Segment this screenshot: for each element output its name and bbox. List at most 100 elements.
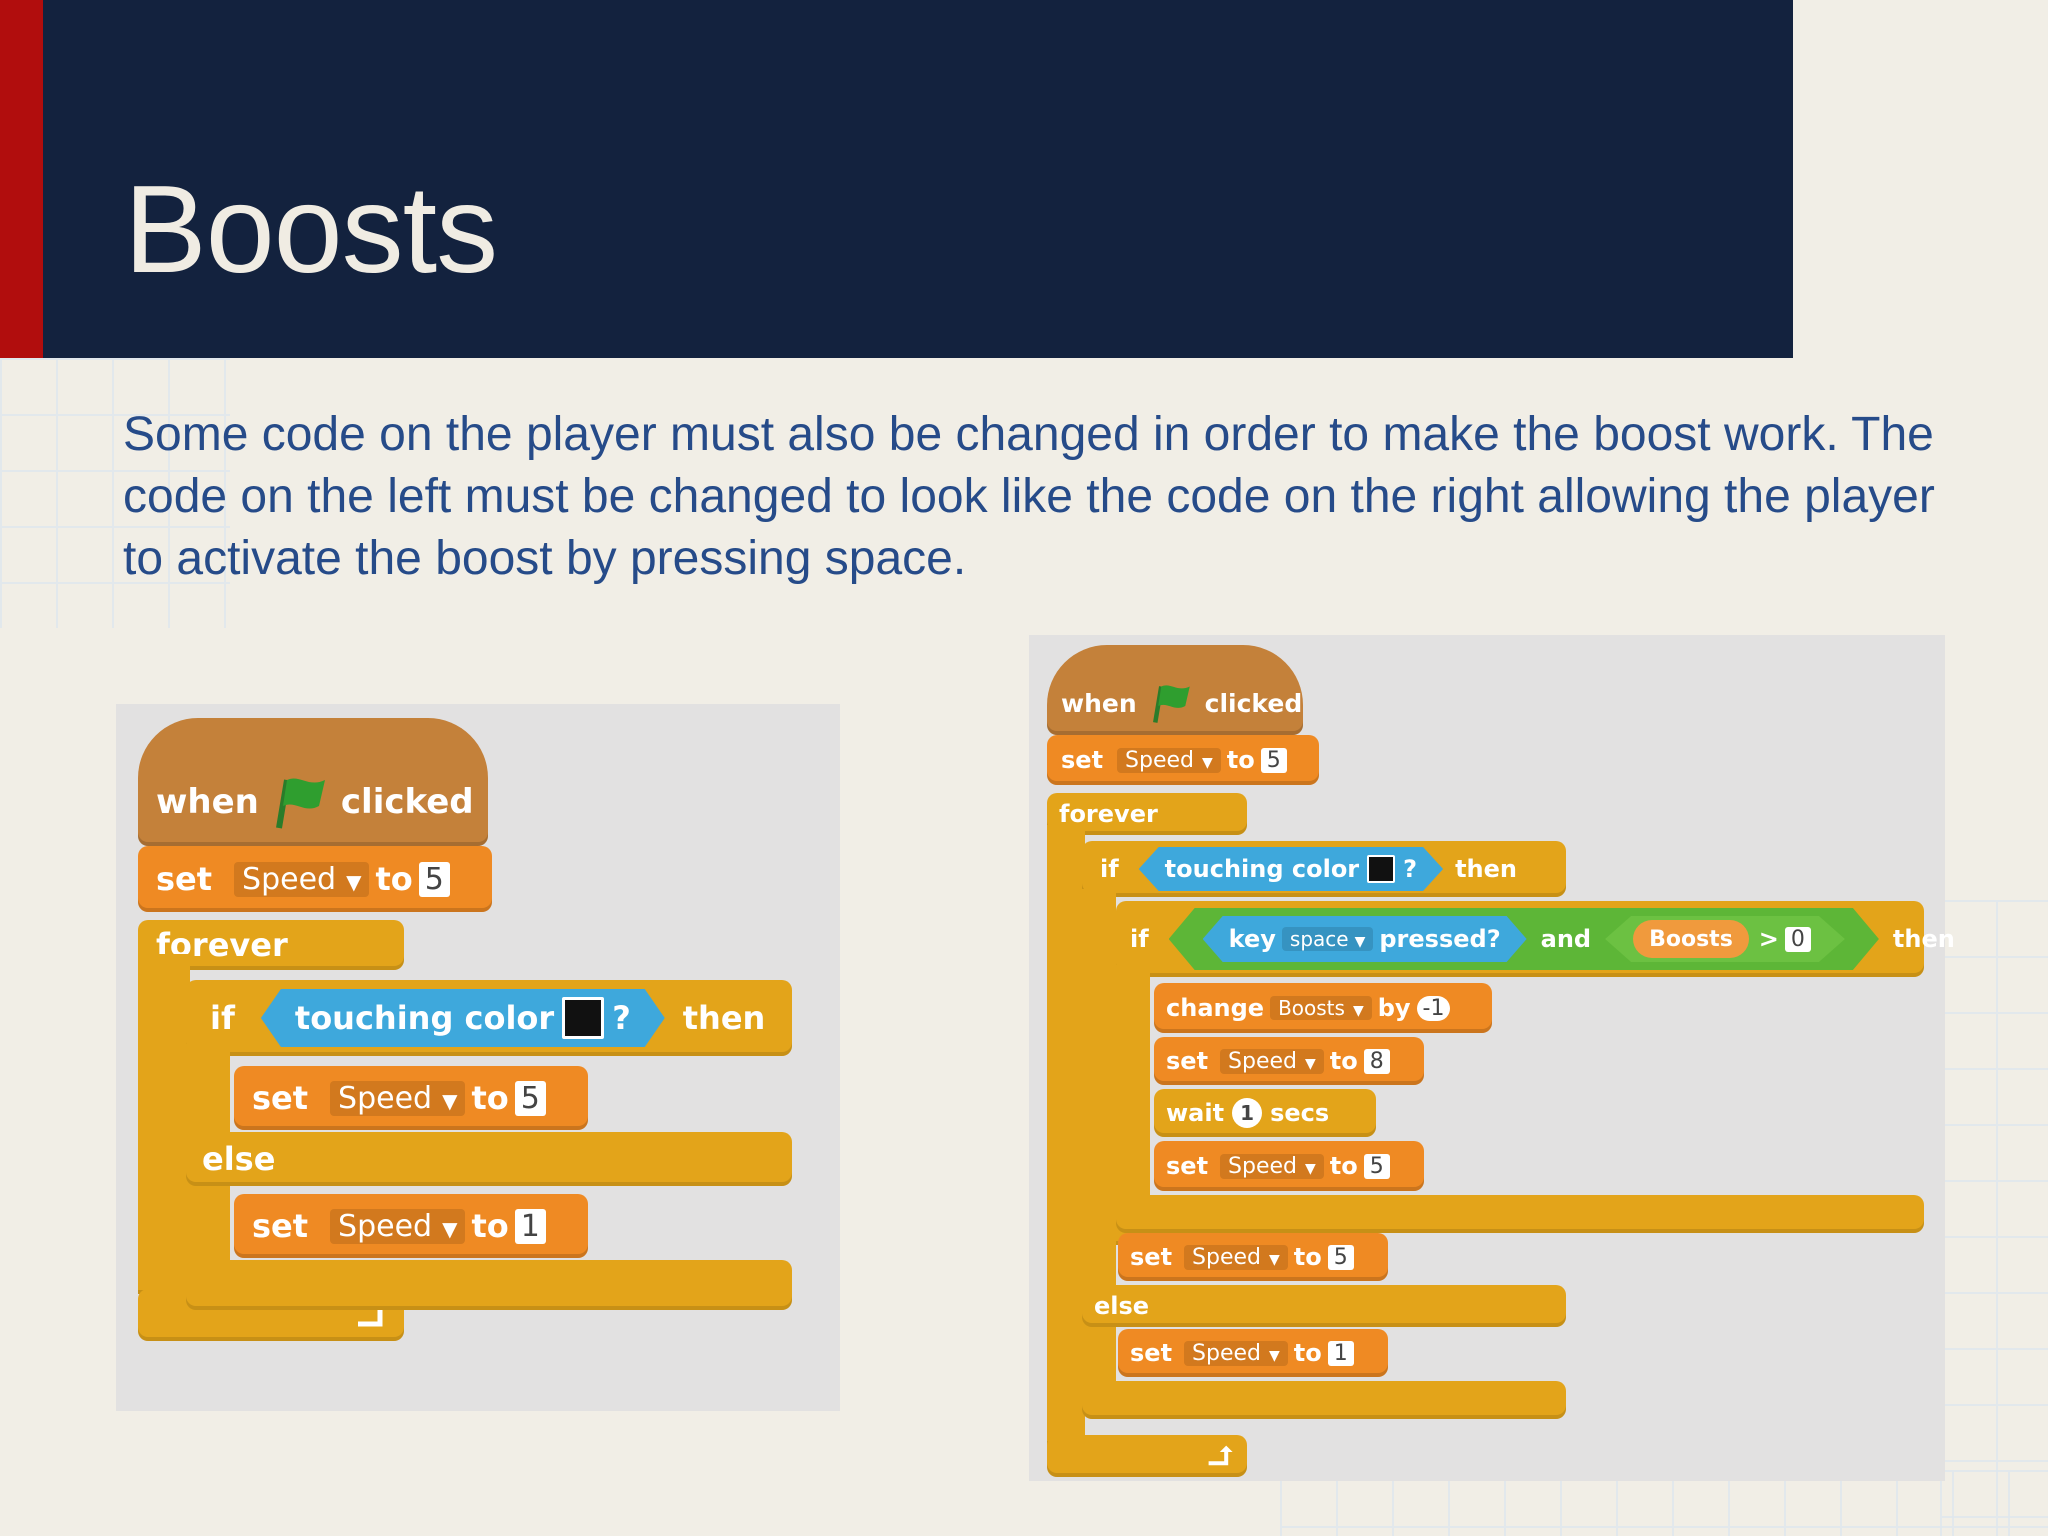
if-block[interactable]: if key space▼ pressed? and Boosts > 0 th… <box>1116 901 1955 977</box>
forever-block-arm <box>138 954 190 1294</box>
set-label: set <box>156 860 213 898</box>
secs-label: secs <box>1270 1099 1330 1127</box>
value-input[interactable]: 5 <box>1260 747 1287 773</box>
dropdown-arrow-icon: ▼ <box>1269 1347 1280 1364</box>
set-speed-block[interactable]: set Speed▼ to 8 <box>1154 1037 1424 1085</box>
grid-decoration-top-left <box>0 358 230 628</box>
variable-name: Speed <box>338 1208 433 1244</box>
color-swatch[interactable] <box>562 997 604 1039</box>
if-block[interactable]: if touching color ? then <box>1082 841 1566 897</box>
to-label: to <box>1329 1047 1358 1075</box>
if-block[interactable]: if touching color ? then <box>186 980 792 1056</box>
touching-color-sensor[interactable]: touching color ? <box>1139 847 1443 891</box>
and-label: and <box>1540 925 1592 953</box>
set-speed-block[interactable]: set Speed▼ to 1 <box>234 1194 588 1258</box>
else-block[interactable]: else <box>1082 1285 1566 1327</box>
to-label: to <box>1329 1152 1358 1180</box>
variable-dropdown[interactable]: Speed▼ <box>1117 747 1221 773</box>
dropdown-arrow-icon: ▼ <box>1352 1003 1364 1019</box>
to-label: to <box>1226 746 1255 774</box>
to-label: to <box>471 1079 509 1117</box>
color-swatch[interactable] <box>1367 855 1395 883</box>
dropdown-arrow-icon: ▼ <box>346 869 362 894</box>
when-flag-clicked-hat[interactable]: when clicked <box>138 718 488 846</box>
then-label: then <box>682 999 766 1037</box>
dropdown-arrow-icon: ▼ <box>1354 934 1366 950</box>
if-label: if <box>210 999 235 1037</box>
change-boosts-block[interactable]: change Boosts▼ by -1 <box>1154 983 1492 1033</box>
then-label: then <box>1892 925 1955 953</box>
variable-name: Speed <box>242 861 337 897</box>
green-flag-icon <box>275 778 325 829</box>
and-operator[interactable]: key space▼ pressed? and Boosts > 0 <box>1169 908 1879 970</box>
value-input[interactable]: 1 <box>1327 1340 1354 1366</box>
variable-name: Speed <box>1228 1048 1298 1074</box>
variable-dropdown[interactable]: Speed ▼ <box>234 861 370 897</box>
set-speed-block[interactable]: set Speed▼ to 5 <box>138 846 492 912</box>
value-input[interactable]: 5 <box>418 861 450 897</box>
touching-color-sensor[interactable]: touching color ? <box>261 989 665 1047</box>
set-label: set <box>1130 1339 1173 1367</box>
value-input[interactable]: 5 <box>1363 1153 1390 1179</box>
greater-than-operator[interactable]: Boosts > 0 <box>1605 916 1845 962</box>
dropdown-arrow-icon: ▼ <box>1305 1055 1316 1072</box>
set-speed-block[interactable]: set Speed▼ to 5 <box>1118 1233 1388 1281</box>
variable-dropdown[interactable]: Speed ▼ <box>1220 1048 1324 1074</box>
touching-color-label: touching color <box>294 999 555 1037</box>
set-speed-block[interactable]: set Speed▼ to 1 <box>1118 1329 1388 1377</box>
grid-decoration-bottom <box>1280 1470 2048 1536</box>
dropdown-arrow-icon: ▼ <box>1305 1160 1316 1177</box>
dropdown-arrow-icon: ▼ <box>1202 754 1213 771</box>
else-block[interactable]: else <box>186 1132 792 1186</box>
set-speed-block[interactable]: set Speed▼ to 5 <box>1154 1141 1424 1191</box>
when-label: when <box>156 782 259 822</box>
key-dropdown[interactable]: space▼ <box>1282 927 1373 951</box>
forever-block[interactable]: forever <box>1047 793 1247 835</box>
else-label: else <box>1094 1292 1150 1320</box>
boosts-label: Boosts <box>1649 926 1733 952</box>
loop-arrow-icon <box>1208 1445 1233 1466</box>
value-input[interactable]: 1 <box>514 1208 546 1244</box>
value-input[interactable]: 5 <box>1327 1244 1354 1270</box>
variable-dropdown[interactable]: Speed▼ <box>1184 1340 1288 1366</box>
value-input[interactable]: 0 <box>1785 927 1811 952</box>
wait-block[interactable]: wait 1 secs <box>1154 1089 1376 1137</box>
accent-stripe <box>0 0 43 358</box>
to-label: to <box>1293 1243 1322 1271</box>
if-block-foot <box>1116 1195 1924 1233</box>
variable-dropdown[interactable]: Speed▼ <box>330 1080 466 1116</box>
to-label: to <box>1293 1339 1322 1367</box>
variable-dropdown[interactable]: Boosts▼ <box>1270 996 1372 1020</box>
dropdown-arrow-icon: ▼ <box>1269 1251 1280 1268</box>
touching-color-label: touching color <box>1164 855 1360 883</box>
if-block-foot <box>1082 1381 1566 1419</box>
boosts-reporter[interactable]: Boosts <box>1633 920 1749 958</box>
key-label: key <box>1228 925 1276 953</box>
set-label: set <box>1166 1152 1209 1180</box>
if-block-arm <box>1082 889 1116 1409</box>
clicked-label: clicked <box>340 782 474 822</box>
set-label: set <box>252 1079 309 1117</box>
by-label: by <box>1377 994 1411 1022</box>
variable-dropdown[interactable]: Speed▼ <box>1220 1153 1324 1179</box>
forever-block-foot <box>1047 1435 1247 1477</box>
then-label: then <box>1455 855 1517 883</box>
wait-seconds-input[interactable]: 1 <box>1232 1098 1263 1128</box>
value-input[interactable]: -1 <box>1416 995 1451 1021</box>
if-label: if <box>1130 925 1149 953</box>
else-label: else <box>202 1140 276 1178</box>
when-flag-clicked-hat[interactable]: when clicked <box>1047 645 1303 735</box>
key-pressed-sensor[interactable]: key space▼ pressed? <box>1203 916 1527 962</box>
slide-title: Boosts <box>124 161 498 299</box>
greater-than-label: > <box>1758 925 1779 953</box>
set-speed-block[interactable]: set Speed▼ to 5 <box>1047 735 1319 785</box>
value-input[interactable]: 5 <box>514 1080 546 1116</box>
variable-dropdown[interactable]: Speed▼ <box>330 1208 466 1244</box>
to-label: to <box>471 1207 509 1245</box>
value-input[interactable]: 8 <box>1363 1048 1390 1074</box>
variable-dropdown[interactable]: Speed▼ <box>1184 1244 1288 1270</box>
when-label: when <box>1061 688 1137 718</box>
set-speed-block[interactable]: set Speed▼ to 5 <box>234 1066 588 1130</box>
if-label: if <box>1100 855 1119 883</box>
forever-block-arm <box>1047 825 1085 1445</box>
